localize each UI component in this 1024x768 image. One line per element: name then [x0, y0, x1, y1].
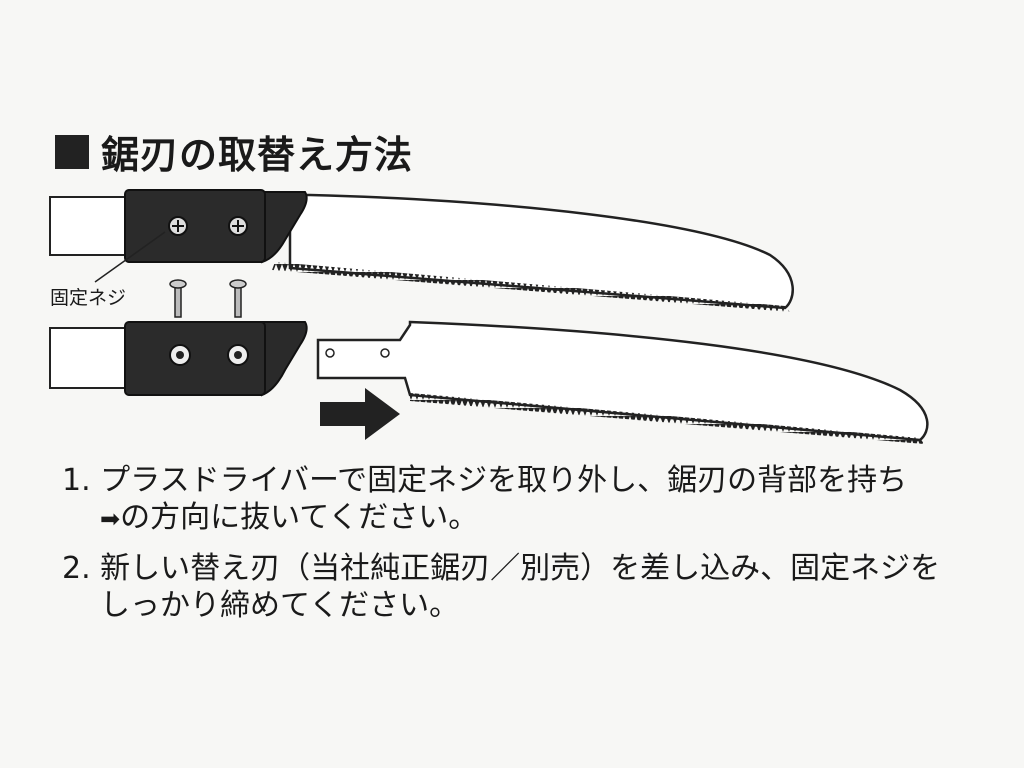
- step-text: 新しい替え刃（当社純正鋸刃／別売）を差し込み、固定ネジを: [100, 551, 941, 586]
- direction-arrow-icon: [320, 388, 400, 440]
- loose-screws: [169, 279, 247, 318]
- step-number: 2.: [62, 551, 91, 586]
- step-text: プラスドライバーで固定ネジを取り外し、鋸刃の背部を持ち: [100, 463, 908, 498]
- step-number: 1.: [62, 463, 91, 498]
- step-1-continued: ➡の方向に抜いてください。: [62, 499, 940, 538]
- arrow-icon: ➡: [100, 505, 121, 533]
- step-2: 2. 新しい替え刃（当社純正鋸刃／別売）を差し込み、固定ネジを: [62, 550, 940, 587]
- section-title: 鋸刃の取替え方法: [55, 124, 413, 179]
- step-text: の方向に抜いてください。: [120, 500, 479, 535]
- disassembled-saw: [49, 320, 929, 444]
- screw-label: 固定ネジ: [50, 287, 127, 309]
- step-2-continued: しっかり締めてください。: [62, 587, 940, 624]
- step-text: しっかり締めてください。: [100, 588, 460, 623]
- instruction-steps: 1. プラスドライバーで固定ネジを取り外し、鋸刃の背部を持ち ➡の方向に抜いてく…: [62, 462, 940, 624]
- assembled-saw: [49, 189, 794, 312]
- title-text: 鋸刃の取替え方法: [101, 133, 414, 177]
- replacement-blade: [316, 320, 929, 442]
- square-bullet-icon: [55, 134, 89, 169]
- step-1: 1. プラスドライバーで固定ネジを取り外し、鋸刃の背部を持ち: [62, 462, 940, 499]
- saw-illustration: [49, 189, 929, 444]
- handle-collar: [124, 189, 266, 263]
